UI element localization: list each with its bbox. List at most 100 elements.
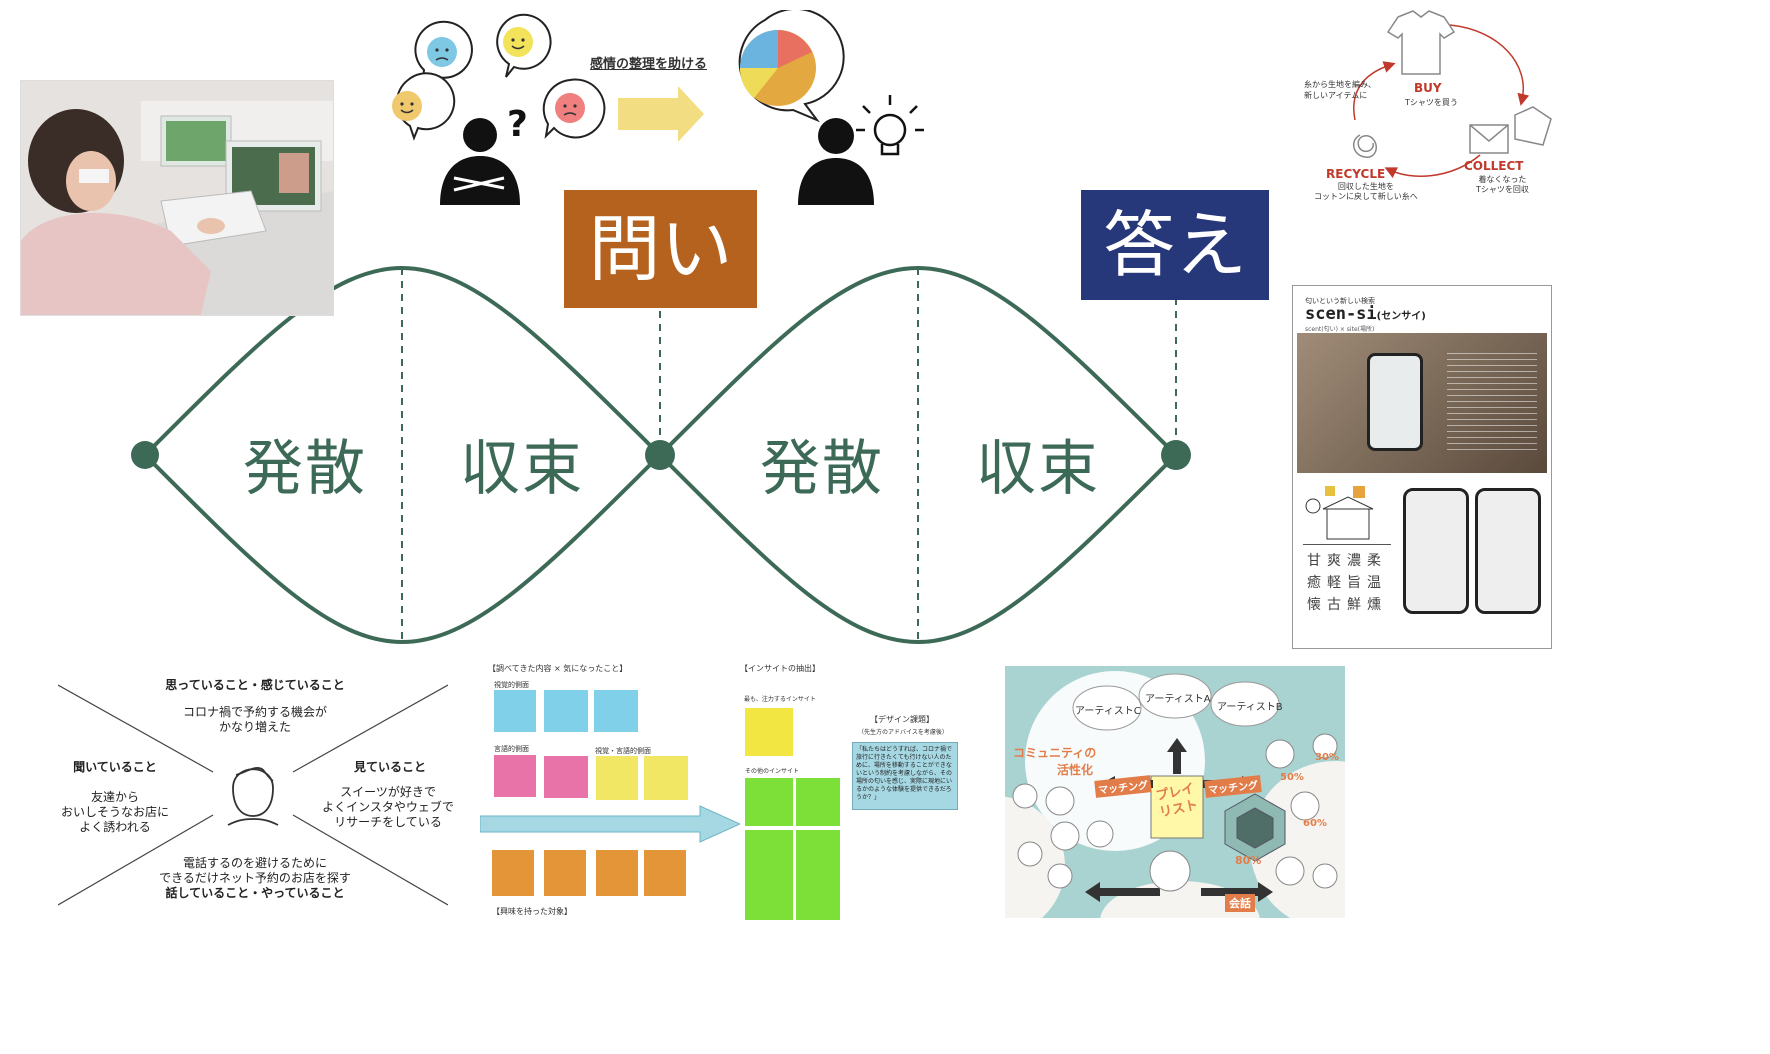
sticky-other-1	[745, 778, 793, 826]
collect-title: COLLECT	[1464, 159, 1524, 173]
do-heading: 話していること・やっていること	[165, 886, 345, 900]
phase-converge-2: 収束	[976, 434, 1100, 504]
mid-node	[645, 440, 675, 470]
scensi-hero	[1297, 333, 1547, 473]
pct-30: 30%	[1315, 752, 1339, 763]
hero-text-block	[1447, 353, 1537, 453]
cycle-arrows	[1353, 10, 1552, 179]
shop-illustration	[1303, 484, 1391, 545]
research-board: 【調べてきた内容 × 気になったこと】 視覚的側面 言語的側面 視覚・言語的側面…	[478, 660, 740, 920]
sticky-target-4	[644, 850, 686, 896]
community-illustration: アーティストC アーティストA アーティストB コミュニティの 活性化 マッチン…	[1005, 666, 1345, 918]
person-outline-icon	[227, 767, 279, 826]
pct-50: 50%	[1280, 772, 1304, 783]
hear-body: 友達からおいしそうなお店によく誘われる	[60, 790, 169, 834]
sticky-other-5	[745, 878, 793, 920]
question-mark: ?	[507, 104, 528, 145]
phase-converge-1: 収束	[460, 434, 584, 504]
phase-diverge-1: 発散	[243, 434, 367, 504]
buy-sub: Tシャツを買う	[1405, 98, 1458, 107]
sticky-both-1	[596, 756, 638, 800]
tshirt-icon	[1386, 10, 1456, 75]
sticky-other-3	[745, 830, 793, 878]
research-arrow	[480, 805, 740, 843]
phone-mockup-1	[1403, 488, 1469, 614]
research-title: 【調べてきた内容 × 気になったこと】	[488, 664, 628, 673]
insight-focus-label: 最も、注力するインサイト	[744, 696, 816, 703]
community-title-1: コミュニティの	[1013, 746, 1097, 760]
scensi-poster: 匂いという新しい検索 scen-si(センサイ) scent(匂い) × sit…	[1292, 285, 1552, 649]
phone-mockup-2	[1475, 488, 1541, 614]
verbal-label: 言語的側面	[494, 745, 529, 753]
recycle-title: RECYCLE	[1326, 167, 1386, 181]
thinking-person-icon	[440, 118, 520, 205]
workshop-photo-illustration	[21, 81, 333, 315]
see-body: スイーツが好きでよくインスタやウェブでリサーチをしている	[322, 785, 454, 829]
phone-hand	[1367, 353, 1423, 451]
see-heading: 見ていること	[353, 760, 426, 774]
sticky-target-1	[492, 850, 534, 896]
folded-shirt-icon	[1514, 106, 1552, 146]
hear-heading: 聞いていること	[73, 760, 157, 774]
yarn-icon	[1353, 134, 1377, 158]
sticky-target-3	[596, 850, 638, 896]
answer-label: 答え	[1081, 190, 1269, 300]
pct-60: 60%	[1303, 818, 1327, 829]
conversation-label: 会話	[1225, 894, 1255, 912]
target-label: 【興味を持った対象】	[492, 907, 572, 916]
sticky-other-4	[796, 830, 840, 878]
design-task-sub: （先生方のアドバイスを考慮後）	[858, 729, 948, 736]
pct-80: 80%	[1235, 854, 1262, 867]
question-label: 問い	[564, 190, 757, 308]
workshop-photo	[20, 80, 334, 316]
insight-others-label: その他のインサイト	[745, 768, 800, 775]
cycle-intro: 糸から生地を編み、新しいアイテムに	[1304, 80, 1376, 100]
start-node	[131, 441, 159, 469]
end-node	[1161, 440, 1191, 470]
emotion-pie-chart	[739, 30, 816, 106]
sticky-target-2	[544, 850, 586, 896]
insight-title: 【インサイトの抽出】	[740, 664, 820, 673]
scent-word-grid: 甘爽濃柔 癒軽旨温 懐古鮮燻	[1307, 553, 1381, 613]
envelope-icon	[1469, 124, 1509, 154]
emotion-illustration: ?	[392, 10, 924, 205]
sticky-other-2	[796, 778, 840, 826]
scensi-kicker: 匂いという新しい検索	[1305, 297, 1375, 305]
design-task-title: 【デザイン課題】	[870, 715, 934, 724]
scensi-title: scen-si(センサイ)	[1305, 304, 1426, 324]
visual-label: 視覚的側面	[494, 681, 529, 689]
phase-diverge-2: 発散	[760, 434, 884, 504]
sticky-verbal-1	[494, 755, 536, 797]
scensi-tagline: scent(匂い) × site(場所)	[1305, 326, 1375, 333]
arrow-right-icon	[618, 86, 704, 142]
community-title-2: 活性化	[1057, 763, 1094, 777]
sticky-both-2	[644, 756, 688, 800]
empathy-map-lines	[58, 684, 448, 906]
buy-title: BUY	[1414, 81, 1442, 95]
recycle-sub: 回収した生地をコットンに戻して新しい糸へ	[1314, 182, 1418, 201]
insight-board: 【インサイトの抽出】 最も、注力するインサイト その他のインサイト 【デザイン課…	[740, 660, 970, 925]
artist-a-label: アーティストA	[1145, 694, 1211, 705]
both-label: 視覚・言語的側面	[595, 747, 651, 755]
sticky-focus	[745, 708, 793, 756]
design-task-card: 「私たちはどうすれば、コロナ禍で旅行に行きたくても行けない人のために、場所を移動…	[852, 742, 958, 810]
sticky-visual-1	[494, 690, 536, 732]
do-body: 電話するのを避けるためにできるだけネット予約のお店を探す	[159, 856, 351, 885]
sticky-visual-2	[544, 690, 588, 732]
idea-person-icon	[798, 118, 874, 205]
diamond-1-bottom-curve	[143, 453, 662, 645]
emotion-caption: 感情の整理を助ける	[590, 57, 708, 72]
radar-chart-icon	[1224, 793, 1286, 862]
lightbulb-icon	[856, 95, 924, 156]
sticky-verbal-2	[544, 756, 588, 798]
sticky-visual-3	[594, 690, 638, 732]
artist-b-label: アーティストB	[1217, 702, 1283, 713]
diamond-2-bottom-curve	[658, 453, 1178, 645]
think-body: コロナ禍で予約する機会がかなり増えた	[182, 705, 327, 734]
think-heading: 思っていること・感じていること	[165, 678, 345, 692]
sticky-other-6	[796, 878, 840, 920]
tshirt-cycle-panel: 糸から生地を編み、新しいアイテムに BUY Tシャツを買う COLLECT 着な…	[1290, 5, 1565, 220]
artist-c-label: アーティストC	[1075, 706, 1141, 717]
